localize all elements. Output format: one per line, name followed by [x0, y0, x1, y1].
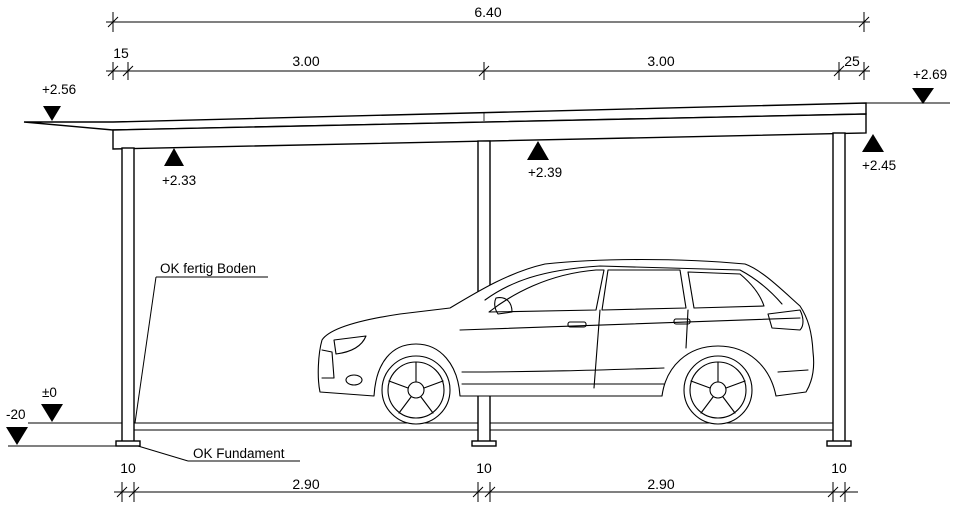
roof-left-level: +2.56: [42, 82, 76, 97]
foundation-label: OK Fundament: [193, 446, 285, 461]
top-right-span-label: 3.00: [647, 53, 674, 69]
level-marker-foundation: -20: [6, 407, 28, 445]
level-marker-beam-left: +2.33: [162, 148, 196, 188]
right-post: [826, 132, 852, 447]
level-marker-roof-left: +2.56: [42, 82, 76, 121]
post-left-width-label: 10: [120, 460, 136, 476]
level-marker-roof-right: +2.69: [912, 67, 947, 104]
top-detail-dimension: 15 3.00 3.00 25: [106, 45, 870, 80]
roof-right-level: +2.69: [913, 67, 947, 82]
overall-width-label: 6.40: [474, 4, 501, 20]
annotation-foundation: OK Fundament: [137, 445, 300, 462]
bottom-right-span-label: 2.90: [647, 476, 674, 492]
level-marker-beam-mid: +2.39: [527, 141, 562, 180]
floor-level: ±0: [42, 385, 57, 400]
right-overhang-label: 25: [844, 53, 860, 69]
post-right-width-label: 10: [831, 460, 847, 476]
bottom-left-span-label: 2.90: [292, 476, 319, 492]
annotation-finished-floor: OK fertig Boden: [134, 261, 268, 424]
car-illustration: [317, 258, 815, 425]
level-marker-floor: ±0: [41, 385, 63, 422]
bottom-dimension: 10 10 10 2.90 2.90: [114, 460, 858, 502]
finished-floor-label: OK fertig Boden: [160, 261, 256, 276]
left-post: [115, 147, 141, 447]
rear-wheel: [683, 355, 753, 425]
foundation-level: -20: [6, 407, 26, 422]
top-overall-dimension: 6.40: [106, 4, 870, 32]
front-wheel: [381, 355, 451, 425]
beam-right-level: +2.45: [862, 158, 896, 173]
roof: [23, 102, 950, 131]
beam-mid-level: +2.39: [528, 165, 562, 180]
beam-left-level: +2.33: [162, 173, 196, 188]
top-left-span-label: 3.00: [292, 53, 319, 69]
post-mid-width-label: 10: [476, 460, 492, 476]
left-overhang-label: 15: [113, 45, 129, 61]
level-marker-beam-right: +2.45: [862, 134, 896, 173]
main-beam: [112, 113, 867, 150]
